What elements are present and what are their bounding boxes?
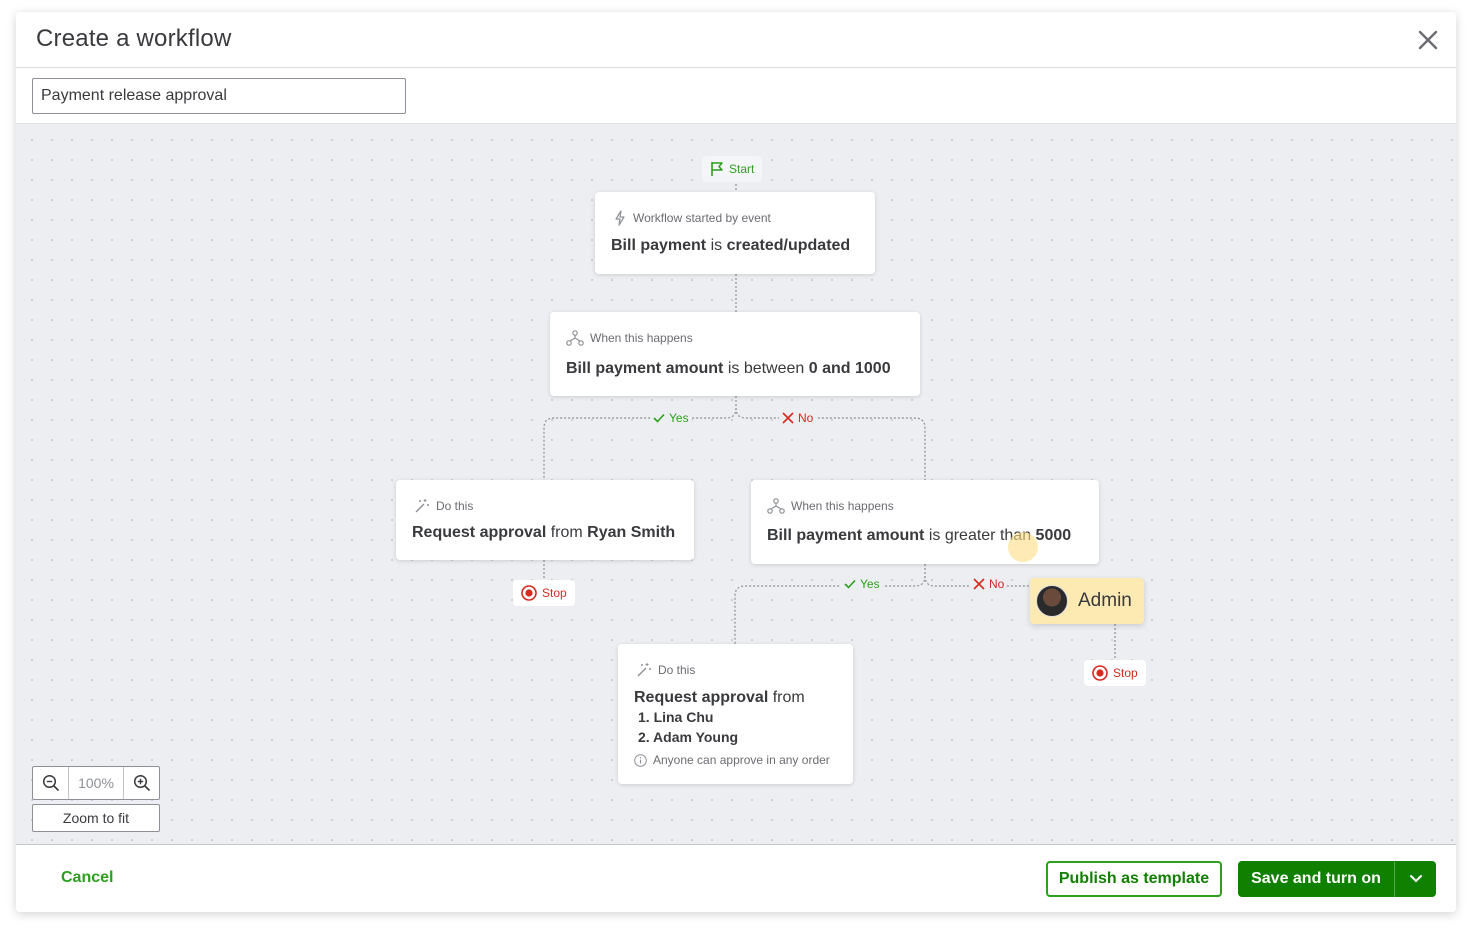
- publish-template-button[interactable]: Publish as template: [1046, 861, 1222, 897]
- action1-action: Request approval: [412, 524, 547, 541]
- condition-card-1[interactable]: When this happens Bill payment amount is…: [550, 312, 920, 396]
- start-label: Start: [729, 162, 755, 176]
- condition1-caption: When this happens: [590, 331, 693, 345]
- condition1-field: Bill payment amount: [566, 360, 724, 377]
- stop-marker-1: Stop: [513, 580, 575, 606]
- save-options-button[interactable]: [1395, 861, 1436, 897]
- save-split-button: Save and turn on: [1238, 861, 1436, 897]
- condition2-text: Bill payment amount is greater than 5000: [767, 527, 1071, 545]
- branch1-yes-label: Yes: [650, 411, 692, 425]
- check-icon: [844, 579, 856, 589]
- chevron-down-icon: [1409, 875, 1422, 883]
- modal-header: Create a workflow: [16, 12, 1456, 68]
- magic-wand-icon: [415, 499, 429, 513]
- approval-note: Anyone can approve in any order: [634, 753, 830, 767]
- condition1-text: Bill payment amount is between 0 and 100…: [566, 360, 891, 378]
- branch2-no-label: No: [970, 577, 1008, 591]
- action1-caption: Do this: [436, 499, 474, 513]
- admin-label: Admin: [1078, 590, 1132, 611]
- condition2-field: Bill payment amount: [767, 527, 925, 544]
- condition1-value: 0 and 1000: [808, 360, 891, 377]
- workflow-modal: Create a workflow Start: [16, 12, 1456, 912]
- zoom-out-button[interactable]: [33, 767, 68, 799]
- action2-text: Request approval from: [634, 689, 805, 707]
- action1-prep: from: [550, 524, 583, 541]
- drag-cursor-highlight: [1008, 532, 1038, 562]
- save-and-turn-on-button[interactable]: Save and turn on: [1238, 861, 1395, 897]
- zoom-out-icon: [42, 774, 59, 792]
- branch1-no-label: No: [779, 411, 817, 425]
- workflow-name-input[interactable]: [32, 78, 406, 114]
- trigger-text: Bill payment is created/updated: [611, 237, 850, 255]
- stop-icon: [521, 585, 537, 601]
- zoom-in-button[interactable]: [124, 767, 159, 799]
- stop-marker-2: Stop: [1084, 660, 1146, 686]
- condition2-caption: When this happens: [791, 499, 894, 513]
- condition2-value: 5000: [1035, 527, 1072, 544]
- workflow-name-bar: [16, 68, 1456, 124]
- zoom-controls: 100% Zoom to fit: [32, 766, 160, 832]
- page-title: Create a workflow: [36, 25, 232, 52]
- avatar: [1036, 585, 1068, 617]
- trigger-event: created/updated: [726, 237, 851, 254]
- x-icon: [973, 578, 985, 590]
- trigger-caption: Workflow started by event: [633, 211, 771, 225]
- lightning-icon: [615, 210, 625, 226]
- branch2-yes-label: Yes: [841, 577, 883, 591]
- action-card-1[interactable]: Do this Request approval from Ryan Smith: [396, 480, 694, 560]
- action2-prep: from: [772, 689, 805, 706]
- branch-icon: [566, 330, 584, 346]
- magic-wand-icon: [637, 663, 651, 677]
- condition2-operator: is greater than: [928, 527, 1032, 544]
- zoom-in-icon: [133, 774, 150, 792]
- branch-icon: [767, 498, 785, 514]
- condition-card-2[interactable]: When this happens Bill payment amount is…: [751, 480, 1099, 564]
- close-icon[interactable]: [1416, 28, 1440, 52]
- approver-list: 1. Lina Chu 2. Adam Young: [638, 709, 738, 749]
- zoom-level: 100%: [68, 767, 124, 799]
- action2-caption: Do this: [658, 663, 696, 677]
- list-item: 1. Lina Chu: [638, 709, 714, 725]
- trigger-subject: Bill payment: [611, 237, 707, 254]
- action2-action: Request approval: [634, 689, 769, 706]
- x-icon: [782, 412, 794, 424]
- cancel-button[interactable]: Cancel: [61, 869, 114, 886]
- check-icon: [653, 413, 665, 423]
- action1-text: Request approval from Ryan Smith: [412, 524, 675, 542]
- action1-approver: Ryan Smith: [587, 524, 676, 541]
- info-icon: [634, 753, 647, 767]
- workflow-canvas[interactable]: Start Workflow started by event Bill pay…: [16, 124, 1456, 844]
- list-item: 2. Adam Young: [638, 729, 739, 745]
- connector-lines: [543, 180, 1116, 660]
- trigger-verb: is: [710, 237, 723, 254]
- modal-footer: Cancel Publish as template Save and turn…: [16, 844, 1456, 912]
- action-card-2[interactable]: Do this Request approval from 1. Lina Ch…: [618, 644, 853, 784]
- trigger-card[interactable]: Workflow started by event Bill payment i…: [595, 192, 875, 274]
- flag-icon: [711, 162, 723, 176]
- start-marker: Start: [702, 156, 763, 182]
- stop-icon: [1092, 665, 1108, 681]
- admin-drag-chip[interactable]: Admin: [1030, 578, 1144, 624]
- zoom-to-fit-button[interactable]: Zoom to fit: [32, 804, 160, 832]
- condition1-operator: is between: [727, 360, 805, 377]
